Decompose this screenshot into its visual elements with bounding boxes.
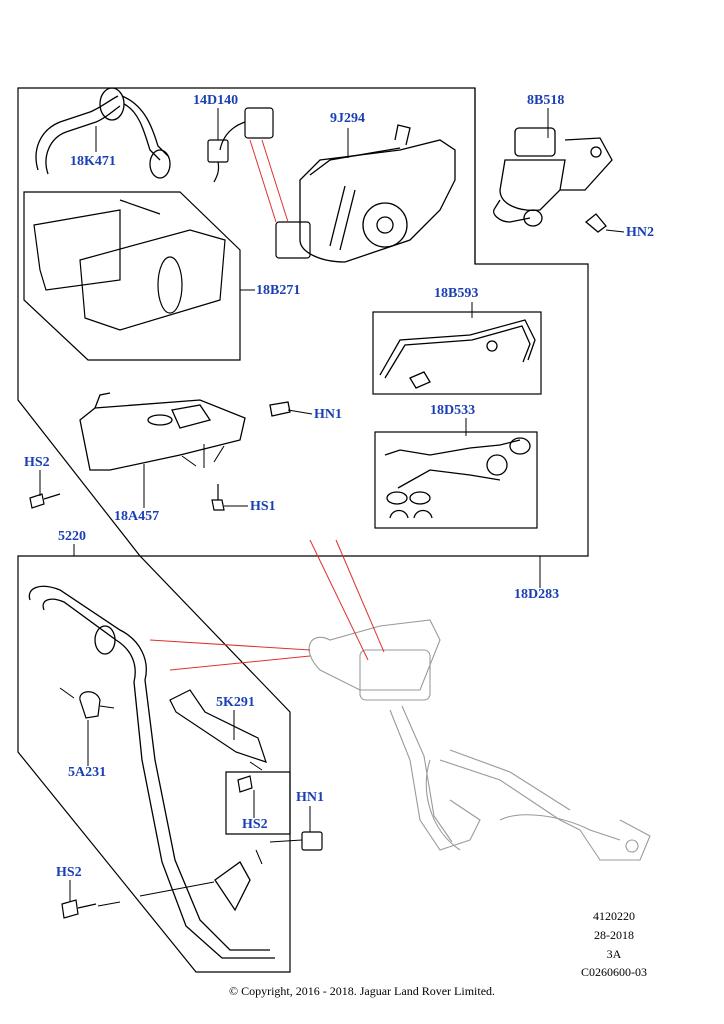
hose-18k471	[35, 87, 171, 179]
hose-18d533	[384, 437, 531, 519]
bracket-5k291	[169, 689, 267, 763]
illustration-date: 28-2018	[594, 928, 634, 942]
illustration-number: 4120220	[593, 909, 635, 923]
callout-hs2-bottom: HS2	[56, 865, 82, 880]
callout-18b271: 18B271	[256, 283, 301, 298]
callout-18k471: 18K471	[70, 154, 116, 169]
callout-8b518: 8B518	[527, 93, 565, 108]
callout-5k291: 5K291	[216, 695, 255, 710]
callout-9j294: 9J294	[330, 111, 365, 126]
callout-hs1: HS1	[250, 499, 276, 514]
pipe-5220	[28, 585, 275, 959]
lower-assembly-frame	[17, 555, 291, 973]
catalog-code: C0260600-03	[581, 965, 647, 979]
copyright-notice: © Copyright, 2016 - 2018. Jaguar Land Ro…	[228, 984, 496, 998]
cover-18b271-part	[33, 199, 226, 331]
callout-18a457: 18A457	[114, 509, 160, 524]
subbox-hs2	[225, 771, 291, 835]
harness-14d140	[207, 107, 311, 259]
bolt-hs2-left	[29, 493, 61, 509]
pump-8b518	[493, 127, 613, 233]
callout-18d283: 18D283	[514, 587, 560, 602]
illustration-revision: 3A	[606, 947, 622, 961]
callout-hn2: HN2	[626, 225, 654, 240]
inset-box-18b593	[372, 311, 542, 395]
callout-18b593: 18B593	[434, 286, 479, 301]
inset-box-18d533	[374, 431, 538, 529]
callout-hs2-mid: HS2	[242, 817, 268, 832]
nut-hs2-mid	[237, 775, 253, 793]
callout-hn1-top: HN1	[314, 407, 342, 422]
dash-hints	[59, 444, 303, 907]
bolt-hs2-bottom	[61, 899, 97, 919]
black-leaders	[39, 108, 625, 902]
callout-hn1-bottom: HN1	[296, 790, 324, 805]
cover-box-18b271	[23, 191, 241, 361]
callout-18d533: 18D533	[430, 403, 476, 418]
red-leaders	[149, 139, 385, 671]
clip-5a231	[79, 691, 101, 719]
callout-hs2-left: HS2	[24, 455, 50, 470]
bolt-hs1	[211, 484, 225, 511]
callout-5220: 5220	[58, 529, 86, 544]
callout-5a231: 5A231	[68, 765, 107, 780]
callout-14d140: 14D140	[193, 93, 239, 108]
heater-unit-9j294	[299, 124, 456, 263]
nut-hn1-bottom	[301, 831, 323, 851]
pipe-18b593	[379, 319, 536, 389]
ghost-assembly	[308, 619, 651, 861]
bracket-18a457	[79, 392, 291, 471]
